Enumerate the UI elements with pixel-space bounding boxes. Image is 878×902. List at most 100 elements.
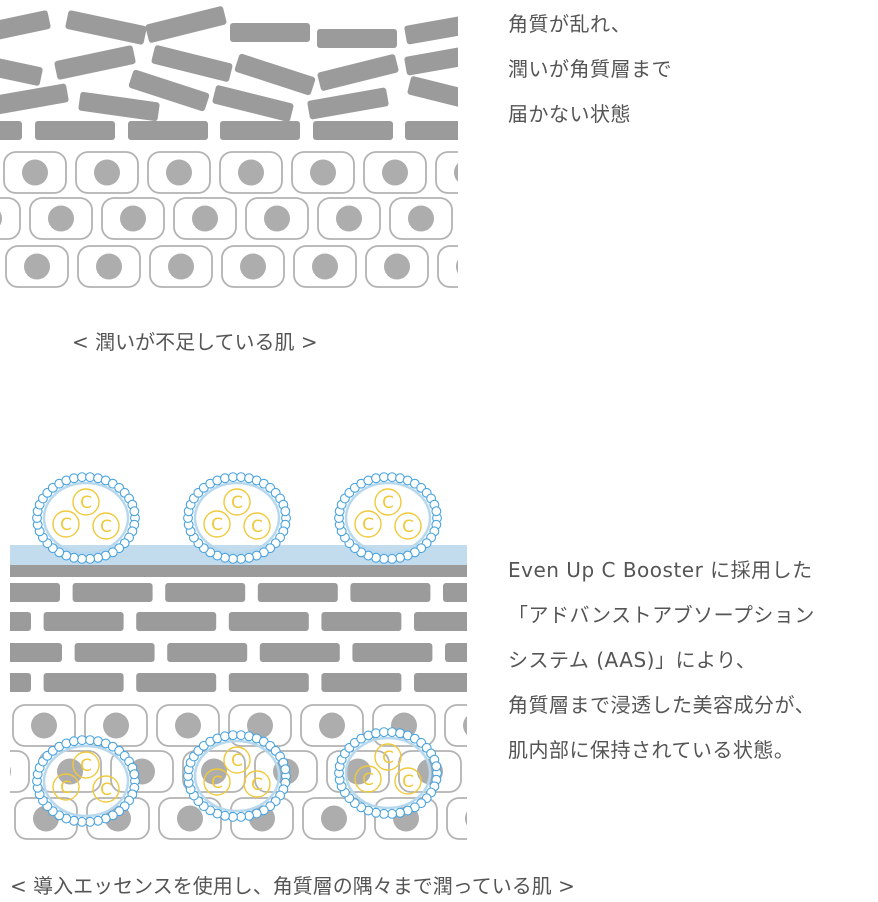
corneocyte bbox=[350, 583, 431, 602]
vitamin-c-label: C bbox=[362, 770, 374, 790]
bottom-description-line: システム (AAS)」により、 bbox=[508, 648, 757, 672]
surface-layer bbox=[10, 565, 467, 577]
vitamin-c-label: C bbox=[80, 493, 92, 513]
bottom-description-line: 肌内部に保持されている状態。 bbox=[508, 738, 795, 762]
corneocyte bbox=[0, 83, 69, 116]
vitamin-c-label: C bbox=[100, 780, 112, 800]
corneocyte bbox=[307, 87, 389, 120]
capsule-bead bbox=[387, 808, 397, 819]
cell-nucleus bbox=[312, 253, 338, 280]
cell-nucleus bbox=[24, 253, 50, 280]
vitamin-c-label: C bbox=[231, 493, 243, 513]
corneocyte bbox=[10, 673, 31, 692]
capsule-bead bbox=[395, 807, 405, 818]
capsule-bead bbox=[431, 506, 442, 517]
cell-nucleus bbox=[321, 805, 347, 832]
capsule-bead bbox=[236, 472, 246, 483]
vitamin-c-particle bbox=[72, 751, 100, 779]
cell-nucleus bbox=[384, 253, 410, 280]
corneocyte bbox=[321, 612, 402, 631]
vitamin-c-particle bbox=[52, 510, 80, 538]
bottom-description-line: 「アドバンストアブソープション bbox=[508, 603, 815, 627]
corneocyte bbox=[228, 612, 309, 631]
capsule-bead bbox=[220, 473, 230, 484]
skin-cell bbox=[446, 797, 467, 840]
vitamin-c-label: C bbox=[231, 751, 243, 771]
cell-nucleus bbox=[456, 259, 458, 274]
vitamin-c-particle bbox=[203, 510, 231, 538]
corneocyte bbox=[72, 583, 153, 602]
cell-nucleus bbox=[96, 253, 122, 280]
capsule-bead bbox=[85, 553, 95, 564]
capsule-bead bbox=[69, 736, 79, 747]
corneocyte bbox=[414, 612, 467, 631]
capsule-bead bbox=[228, 553, 238, 564]
cell-nucleus bbox=[247, 712, 273, 739]
corneocyte bbox=[10, 612, 31, 631]
corneocyte bbox=[0, 121, 22, 140]
capsule-bead bbox=[228, 472, 238, 483]
capsule-bead bbox=[85, 735, 95, 746]
vitamin-c-particle bbox=[243, 770, 271, 798]
cell-nucleus bbox=[382, 159, 408, 186]
corneocyte bbox=[317, 54, 399, 91]
cell-nucleus bbox=[264, 205, 290, 232]
capsule-bead bbox=[228, 730, 238, 741]
corneocyte bbox=[10, 583, 60, 602]
capsule-bead bbox=[371, 728, 381, 739]
corneocyte bbox=[414, 673, 467, 692]
vitamin-c-label: C bbox=[382, 748, 394, 768]
capsule-bead bbox=[244, 552, 254, 563]
top-description-line: 届かない状態 bbox=[508, 102, 631, 126]
cell-nucleus bbox=[480, 206, 506, 232]
corneocyte bbox=[0, 53, 43, 86]
vitamin-c-label: C bbox=[402, 517, 414, 537]
capsule-bead bbox=[371, 473, 381, 484]
capsule-bead bbox=[244, 810, 254, 821]
vitamin-c-label: C bbox=[402, 772, 414, 792]
corneocyte bbox=[259, 643, 340, 662]
skin-cell bbox=[444, 704, 467, 747]
cell-nucleus bbox=[57, 758, 83, 785]
cell-nucleus bbox=[48, 205, 74, 232]
vitamin-c-label: C bbox=[382, 493, 394, 513]
cell-nucleus bbox=[238, 159, 264, 186]
vitamin-c-label: C bbox=[80, 756, 92, 776]
cell-nucleus bbox=[168, 253, 194, 280]
corneocyte bbox=[405, 121, 458, 140]
cell-nucleus bbox=[0, 211, 2, 226]
bottom-description: Even Up C Booster に採用した 「アドバンストアブソープション … bbox=[508, 548, 815, 773]
corneocyte bbox=[445, 643, 467, 662]
vitamin-c-particle bbox=[394, 767, 422, 795]
capsule-bead bbox=[85, 472, 95, 483]
capsule-membrane bbox=[42, 481, 130, 555]
corneocyte bbox=[128, 69, 210, 112]
skin-cell bbox=[0, 197, 21, 240]
cell-nucleus bbox=[22, 159, 48, 186]
skin-cell bbox=[437, 245, 458, 288]
corneocyte bbox=[0, 10, 51, 45]
top-description-line: 潤いが角質層まで bbox=[508, 57, 672, 81]
corneocyte bbox=[136, 612, 217, 631]
vitamin-c-particle bbox=[374, 743, 402, 771]
capsule-bead bbox=[379, 553, 389, 564]
capsule-bead bbox=[77, 553, 87, 564]
vitamin-c-particle bbox=[354, 765, 382, 793]
vitamin-c-label: C bbox=[211, 515, 223, 535]
corneocyte bbox=[167, 643, 248, 662]
corneocyte bbox=[230, 23, 310, 42]
corneocyte bbox=[74, 643, 155, 662]
skin-cell bbox=[462, 198, 524, 239]
corneocyte bbox=[257, 583, 338, 602]
capsule-bead bbox=[379, 472, 389, 483]
capsule-bead bbox=[236, 730, 246, 741]
corneocyte bbox=[151, 45, 233, 82]
vitamin-c-label: C bbox=[60, 778, 72, 798]
cell-nucleus bbox=[240, 253, 266, 280]
